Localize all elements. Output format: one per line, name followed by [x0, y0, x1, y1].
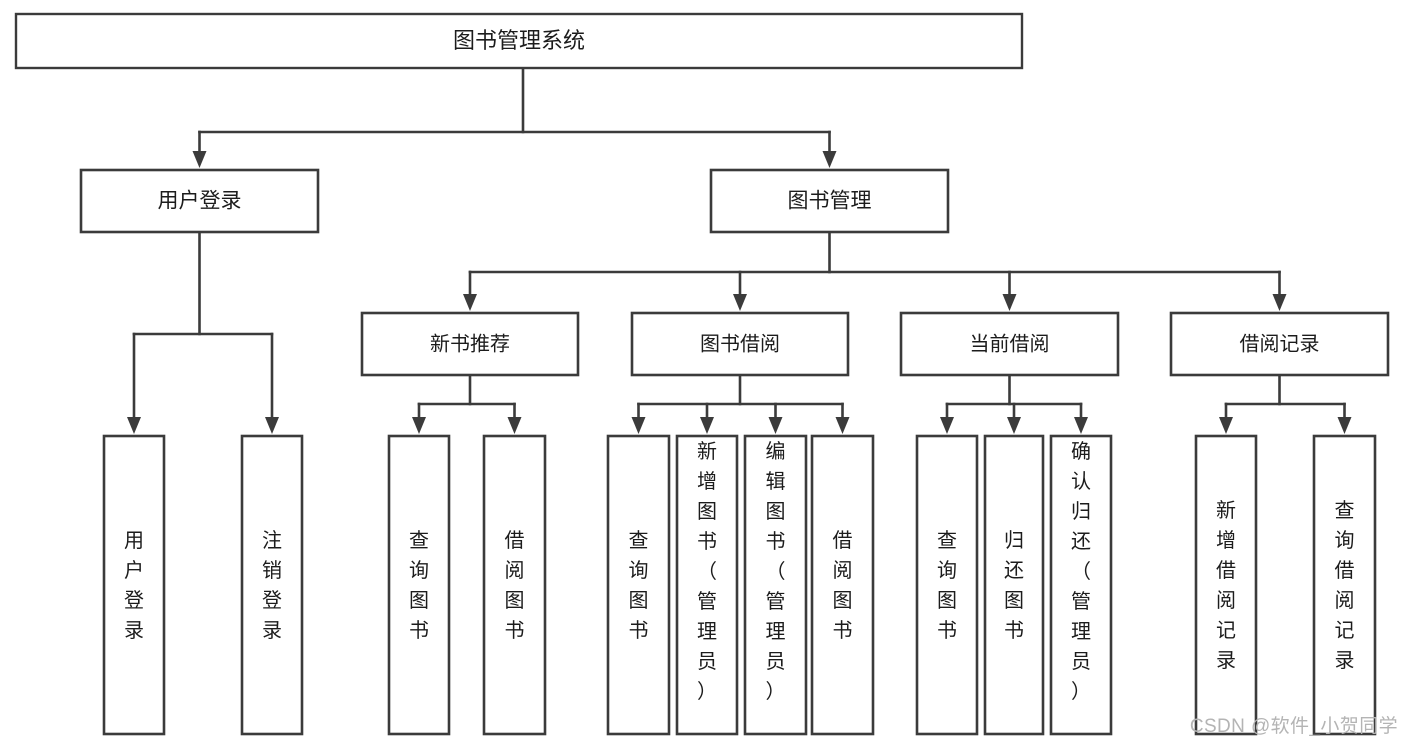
leaf-leaf-query-record-box[interactable]: [1312, 434, 1377, 736]
leaf-leaf-borrow-book-1[interactable]: 借阅图书: [482, 434, 547, 736]
node-current-borrow[interactable]: 当前借阅: [899, 311, 1120, 377]
leaf-leaf-return-book[interactable]: 归还图书: [983, 434, 1045, 736]
arrow-head: [822, 151, 837, 168]
leaf-leaf-borrow-book-2[interactable]: 借阅图书: [810, 434, 875, 736]
leaf-leaf-return-book-box[interactable]: [983, 434, 1045, 736]
leaf-leaf-borrow-book-2-label: 借阅图书: [833, 529, 853, 642]
arrow-head: [940, 417, 954, 434]
leaf-leaf-query-book-3[interactable]: 查询图书: [915, 434, 979, 736]
node-root-label: 图书管理系统: [453, 28, 585, 53]
node-user-login-label: 用户登录: [158, 190, 242, 213]
node-new-book-recommend-label: 新书推荐: [430, 332, 510, 355]
leaf-leaf-query-record[interactable]: 查询借阅记录: [1312, 434, 1377, 736]
node-book-manage[interactable]: 图书管理: [709, 168, 950, 234]
watermark-layer: CSDN @软件_小贺同学: [1190, 715, 1398, 737]
arrow-head: [192, 151, 207, 168]
leaf-leaf-user-login[interactable]: 用户登录: [102, 434, 166, 736]
leaf-leaf-add-record-label: 新增借阅记录: [1216, 499, 1236, 672]
leaf-leaf-edit-book[interactable]: 编辑图书（管理员）: [743, 434, 808, 736]
node-borrow-record[interactable]: 借阅记录: [1169, 311, 1390, 377]
leaf-leaf-confirm-return-label: 确认归还（管理员）: [1071, 440, 1091, 703]
arrow-head: [1219, 417, 1233, 434]
leaf-leaf-query-record-label: 查询借阅记录: [1335, 499, 1355, 672]
node-book-manage-box[interactable]: [709, 168, 950, 234]
arrow-head: [733, 294, 747, 311]
leaf-leaf-return-book-label: 归还图书: [1004, 529, 1024, 642]
arrow-head: [1007, 417, 1021, 434]
node-current-borrow-box[interactable]: [899, 311, 1120, 377]
leaf-leaf-query-book-3-label: 查询图书: [937, 529, 957, 642]
node-user-login-box[interactable]: [79, 168, 320, 234]
arrow-head: [631, 417, 646, 434]
leaf-leaf-edit-book-box[interactable]: [743, 434, 808, 736]
leaf-leaf-user-login-box[interactable]: [102, 434, 166, 736]
leaf-leaf-borrow-book-1-label: 借阅图书: [505, 529, 525, 642]
leaf-leaf-edit-book-label: 编辑图书（管理员）: [766, 440, 786, 703]
arrow-head: [700, 417, 714, 434]
node-book-borrow-label: 图书借阅: [700, 332, 780, 355]
node-borrow-record-box[interactable]: [1169, 311, 1390, 377]
node-book-borrow[interactable]: 图书借阅: [630, 311, 850, 377]
arrow-head: [835, 417, 850, 434]
leaf-leaf-query-book-1-box[interactable]: [387, 434, 451, 736]
node-book-borrow-box[interactable]: [630, 311, 850, 377]
arrow-head: [1272, 294, 1287, 311]
leaf-leaf-add-book[interactable]: 新增图书（管理员）: [675, 434, 739, 736]
leaf-leaf-query-book-1-label: 查询图书: [409, 529, 429, 642]
connector-layer: [127, 66, 1352, 434]
leaf-leaf-user-logout-box[interactable]: [240, 434, 304, 736]
leaf-leaf-borrow-book-1-box[interactable]: [482, 434, 547, 736]
leaf-leaf-add-book-box[interactable]: [675, 434, 739, 736]
leaf-leaf-user-logout-label: 注销登录: [262, 529, 282, 642]
csdn-watermark: CSDN @软件_小贺同学: [1190, 715, 1398, 737]
node-new-book-recommend-box[interactable]: [360, 311, 580, 377]
leaf-leaf-user-logout[interactable]: 注销登录: [240, 434, 304, 736]
leaf-leaf-confirm-return[interactable]: 确认归还（管理员）: [1049, 434, 1113, 736]
arrow-head: [1002, 294, 1017, 311]
leaf-leaf-add-record[interactable]: 新增借阅记录: [1194, 434, 1258, 736]
arrow-head: [412, 417, 426, 434]
arrow-head: [507, 417, 522, 434]
arrow-head: [127, 417, 141, 434]
leaf-leaf-query-book-2[interactable]: 查询图书: [606, 434, 671, 736]
leaf-leaf-add-book-label: 新增图书（管理员）: [697, 440, 717, 703]
leaf-leaf-borrow-book-2-box[interactable]: [810, 434, 875, 736]
leaf-leaf-user-login-label: 用户登录: [124, 530, 144, 642]
arrow-head: [463, 294, 477, 311]
leaf-leaf-add-record-box[interactable]: [1194, 434, 1258, 736]
arrow-head: [1074, 417, 1088, 434]
node-root-box[interactable]: [14, 12, 1024, 70]
node-book-manage-label: 图书管理: [788, 190, 872, 213]
leaf-leaf-query-book-2-box[interactable]: [606, 434, 671, 736]
arrow-head: [768, 417, 783, 434]
leaf-leaf-query-book-2-label: 查询图书: [629, 529, 649, 642]
node-borrow-record-label: 借阅记录: [1240, 332, 1320, 355]
leaf-leaf-query-book-3-box[interactable]: [915, 434, 979, 736]
node-current-borrow-label: 当前借阅: [970, 332, 1050, 355]
arrow-head: [265, 417, 279, 434]
leaf-leaf-query-book-1[interactable]: 查询图书: [387, 434, 451, 736]
arrow-head: [1337, 417, 1352, 434]
node-user-login[interactable]: 用户登录: [79, 168, 320, 234]
node-root[interactable]: 图书管理系统: [14, 12, 1024, 70]
node-new-book-recommend[interactable]: 新书推荐: [360, 311, 580, 377]
leaf-leaf-confirm-return-box[interactable]: [1049, 434, 1113, 736]
